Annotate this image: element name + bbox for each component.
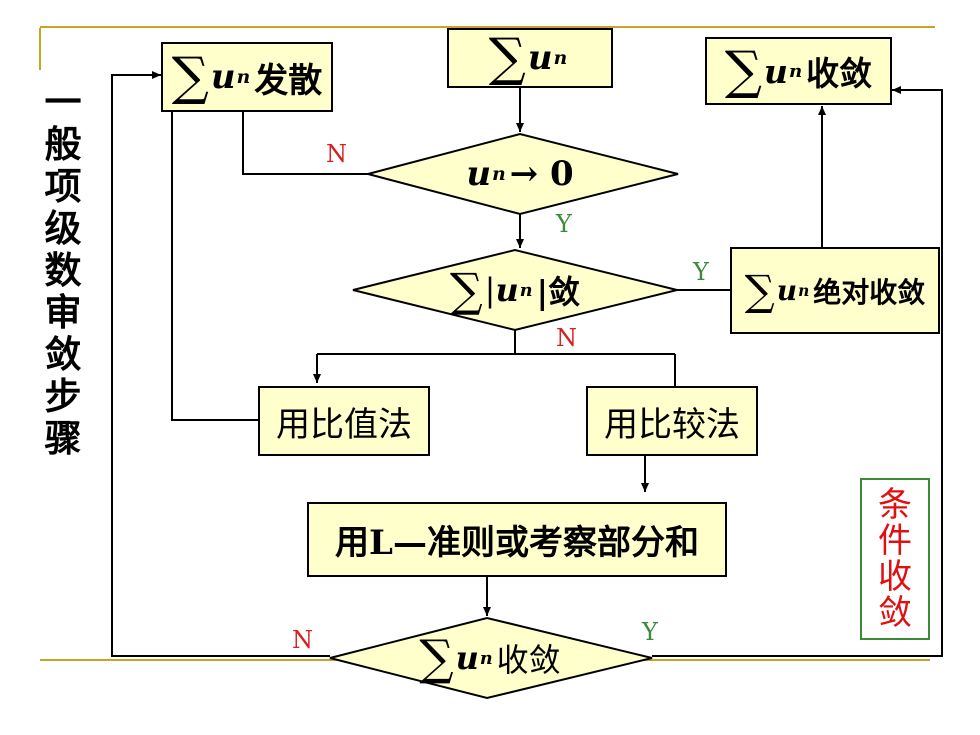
u-symbol: u xyxy=(527,38,553,78)
label-no: N xyxy=(326,140,347,168)
subscript-n: n xyxy=(492,163,506,185)
decision-limit-label: → 0 xyxy=(509,154,574,194)
title-char: 项 xyxy=(44,165,82,208)
title-char: 一 xyxy=(44,81,82,124)
u-symbol: u xyxy=(776,274,798,307)
sigma-symbol: ∑ xyxy=(419,630,454,686)
sigma-symbol: ∑ xyxy=(724,41,762,101)
subscript-n: n xyxy=(519,279,533,301)
subscript-n: n xyxy=(788,60,803,82)
diamond-limit xyxy=(364,132,679,216)
conditional-char: 敛 xyxy=(878,593,912,633)
node-compare-test: 用比较法 xyxy=(586,386,758,456)
node-ratio-test: 用比值法 xyxy=(258,386,430,456)
title-char: 级 xyxy=(44,207,82,250)
sigma-symbol: ∑ xyxy=(488,28,526,88)
label-no: N xyxy=(556,324,577,352)
sigma-symbol: ∑ xyxy=(449,263,483,317)
subscript-n: n xyxy=(798,281,810,300)
node-converge-label: 收敛 xyxy=(806,54,873,93)
abs-bar: | xyxy=(484,271,496,309)
conditional-char: 件 xyxy=(878,521,912,561)
title-char: 步 xyxy=(44,375,82,418)
u-symbol: u xyxy=(210,57,236,97)
title-char: 数 xyxy=(44,249,82,292)
conditional-char: 收 xyxy=(878,557,912,597)
node-leibniz: 用L—准则或考察部分和 xyxy=(307,502,727,577)
title-char: 审 xyxy=(44,291,82,334)
subscript-n: n xyxy=(553,47,568,69)
vertical-title: 一 般 项 级 数 审 敛 步 骤 xyxy=(38,82,88,460)
u-symbol: u xyxy=(495,271,519,309)
node-diverge-label: 发散 xyxy=(254,60,323,101)
label-yes: Y xyxy=(642,618,658,646)
title-char: 般 xyxy=(44,123,82,166)
label-yes: Y xyxy=(556,210,572,238)
decision-final-label: 收敛 xyxy=(496,641,561,679)
label-yes: Y xyxy=(693,258,709,286)
subscript-n: n xyxy=(479,647,493,669)
subscript-n: n xyxy=(236,66,251,88)
u-symbol: u xyxy=(455,639,479,677)
u-symbol: u xyxy=(763,51,788,91)
conditional-converge-box: 条 件 收 敛 xyxy=(860,478,930,640)
sigma-symbol: ∑ xyxy=(171,47,209,107)
label-no: N xyxy=(292,626,313,654)
sigma-symbol: ∑ xyxy=(744,265,775,315)
u-symbol: u xyxy=(466,154,492,194)
decision-abs-label: |敛 xyxy=(536,273,581,311)
node-abs-converge-label: 绝对收敛 xyxy=(813,275,926,309)
title-char: 敛 xyxy=(44,333,82,376)
title-char: 骤 xyxy=(44,417,82,460)
conditional-char: 条 xyxy=(878,485,912,525)
diamond-final xyxy=(329,616,653,700)
